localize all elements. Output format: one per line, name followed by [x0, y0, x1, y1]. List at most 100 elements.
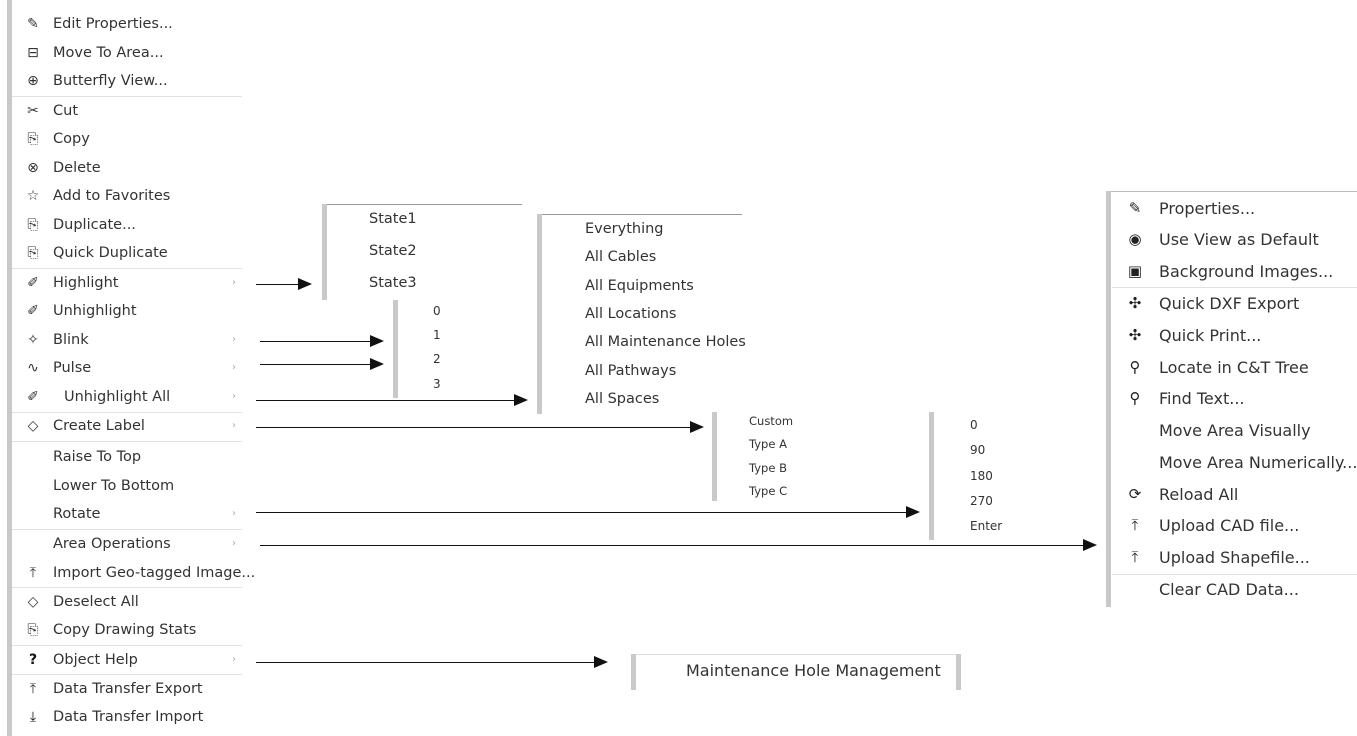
upload-icon: ⤒	[29, 565, 37, 581]
arrow-area-operations	[260, 539, 1097, 551]
unhighlight-all-locations[interactable]: All Locations	[585, 306, 677, 322]
menu-item-edit-properties[interactable]: ✎Edit Properties...	[12, 10, 242, 38]
label-type-a[interactable]: Type A	[749, 437, 787, 451]
move-to-area-icon: ⊟	[27, 45, 39, 61]
chevron-right-icon: ›	[232, 654, 236, 665]
unhighlight-all-spaces[interactable]: All Spaces	[585, 391, 660, 407]
help-maintenance-hole-management[interactable]: Maintenance Hole Management	[686, 661, 941, 680]
question-icon: ?	[28, 652, 38, 668]
area-move-area-numerically[interactable]: Move Area Numerically...	[1159, 453, 1357, 472]
unhighlight-all-cables[interactable]: All Cables	[585, 249, 657, 265]
chevron-right-icon: ›	[232, 420, 236, 431]
chevron-right-icon: ›	[232, 277, 236, 288]
menu-item-pulse[interactable]: ∿Pulse›	[12, 354, 242, 382]
menu-item-blink[interactable]: ✧Blink›	[12, 326, 242, 354]
highlight-submenu: State1 State2 State3	[322, 204, 522, 300]
chevron-right-icon: ›	[232, 362, 236, 373]
area-operations-submenu	[1106, 191, 1357, 607]
star-icon: ☆	[26, 188, 40, 204]
unhighlight-everything[interactable]: Everything	[585, 221, 664, 237]
menu-item-create-label[interactable]: ◇Create Label›	[12, 412, 242, 440]
menu-item-data-transfer-import[interactable]: ⤓Data Transfer Import	[12, 703, 242, 731]
blink-2[interactable]: 2	[433, 352, 441, 366]
context-menu: ✎Edit Properties... ⊟Move To Area... ⊕Bu…	[0, 0, 255, 736]
menu-item-highlight[interactable]: ✐Highlight›	[12, 269, 242, 297]
menu-item-raise-to-top[interactable]: Raise To Top	[53, 449, 142, 465]
blink-3[interactable]: 3	[433, 377, 441, 391]
unhighlight-all-equipments[interactable]: All Equipments	[585, 278, 694, 294]
menu-item-quick-duplicate[interactable]: ⎘Quick Duplicate	[12, 239, 242, 267]
menu-item-butterfly-view[interactable]: ⊕Butterfly View...	[12, 67, 242, 95]
image-icon: ▣	[1127, 262, 1143, 280]
separator	[12, 412, 242, 413]
menu-item-deselect-all[interactable]: ◇Deselect All	[12, 588, 242, 616]
menu-item-import-geo-tagged-image[interactable]: ⤒Import Geo-tagged Image...	[12, 559, 255, 587]
separator	[12, 441, 242, 442]
copy-icon: ⎘	[27, 131, 39, 147]
label-type-c[interactable]: Type C	[749, 484, 788, 498]
menu-item-delete[interactable]: ⊗Delete	[12, 154, 242, 182]
rotate-270[interactable]: 270	[970, 494, 993, 508]
area-background-images[interactable]: ▣Background Images...	[1112, 256, 1357, 287]
area-locate-in-tree[interactable]: ⚲Locate in C&T Tree	[1112, 352, 1357, 383]
menu-item-lower-to-bottom[interactable]: Lower To Bottom	[53, 478, 175, 494]
separator	[12, 96, 242, 97]
highlight-state3[interactable]: State3	[369, 275, 417, 291]
menu-item-add-to-favorites[interactable]: ☆Add to Favorites	[12, 182, 242, 210]
unhighlight-all-pathways[interactable]: All Pathways	[585, 363, 677, 379]
menu-item-unhighlight[interactable]: ✐Unhighlight	[12, 297, 242, 325]
menu-item-move-to-area[interactable]: ⊟Move To Area...	[12, 39, 242, 67]
chevron-right-icon: ›	[232, 538, 236, 549]
unhighlight-all-maintenance-holes[interactable]: All Maintenance Holes	[585, 334, 746, 350]
arrow-unhighlight-all	[256, 394, 528, 406]
search-icon: ⚲	[1129, 389, 1141, 407]
menu-item-duplicate[interactable]: ⎘Duplicate...	[12, 211, 242, 239]
area-properties[interactable]: ✎Properties...	[1112, 193, 1357, 224]
delete-icon: ⊗	[27, 160, 39, 176]
arrow-highlight	[256, 278, 312, 290]
menu-item-copy[interactable]: ⎘Copy	[12, 125, 242, 153]
area-find-text[interactable]: ⚲Find Text...	[1112, 383, 1357, 414]
menu-item-copy-drawing-stats[interactable]: ⎘Copy Drawing Stats	[12, 616, 242, 644]
separator	[12, 674, 242, 675]
rotate-180[interactable]: 180	[970, 469, 993, 483]
arrow-object-help	[256, 656, 608, 668]
context-menu-border	[7, 0, 12, 736]
highlight-state1[interactable]: State1	[369, 211, 417, 227]
search-icon: ⚲	[1129, 358, 1141, 376]
separator	[12, 587, 242, 588]
rotate-0[interactable]: 0	[970, 418, 978, 432]
pencil-icon: ✎	[27, 16, 39, 32]
rotate-enter[interactable]: Enter	[970, 519, 1003, 533]
label-type-b[interactable]: Type B	[749, 461, 787, 475]
area-upload-cad-file[interactable]: ⤒Upload CAD file...	[1112, 510, 1357, 541]
area-quick-dxf-export[interactable]: ✣Quick DXF Export	[1112, 288, 1357, 319]
label-custom[interactable]: Custom	[749, 414, 794, 428]
area-quick-print[interactable]: ✣Quick Print...	[1112, 320, 1357, 351]
menu-item-area-operations[interactable]: Area Operations›	[12, 530, 242, 558]
separator	[12, 645, 242, 646]
blink-0[interactable]: 0	[433, 304, 441, 318]
area-move-area-visually[interactable]: Move Area Visually	[1159, 421, 1311, 440]
arrow-blink	[260, 335, 384, 347]
area-use-view-as-default[interactable]: ◉Use View as Default	[1112, 224, 1357, 255]
blink-1[interactable]: 1	[433, 328, 441, 342]
butterfly-view-icon: ⊕	[27, 73, 39, 89]
highlight-state2[interactable]: State2	[369, 243, 417, 259]
unhighlight-icon: ✐	[27, 303, 39, 319]
area-reload-all[interactable]: ⟳Reload All	[1112, 479, 1357, 510]
menu-item-rotate[interactable]: Rotate›	[12, 500, 242, 528]
tag-icon: ◇	[27, 594, 39, 610]
unhighlight-all-icon: ✐	[27, 389, 39, 405]
area-upload-shapefile[interactable]: ⤒Upload Shapefile...	[1112, 542, 1357, 573]
chevron-right-icon: ›	[232, 508, 236, 519]
pulse-icon: ∿	[27, 360, 39, 376]
rotate-90[interactable]: 90	[970, 443, 986, 457]
separator	[12, 268, 242, 269]
menu-item-unhighlight-all[interactable]: ✐Unhighlight All›	[12, 383, 242, 411]
menu-item-cut[interactable]: ✂Cut	[12, 97, 242, 125]
arrow-pulse	[260, 358, 384, 370]
area-clear-cad-data[interactable]: Clear CAD Data...	[1159, 580, 1299, 599]
menu-item-data-transfer-export[interactable]: ⤒Data Transfer Export	[12, 675, 242, 703]
menu-item-object-help[interactable]: ?Object Help›	[12, 646, 242, 674]
